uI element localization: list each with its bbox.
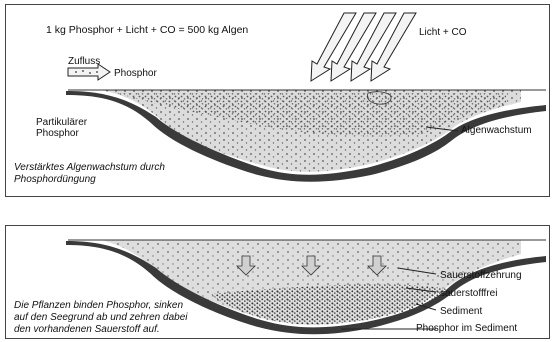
phosphor-in-sediment-label: Phosphor im Sediment — [416, 323, 517, 334]
oxygen-depletion-label: Sauerstoffzehrung — [440, 270, 522, 281]
caption-top-line1: Verstärktes Algenwachstum durch — [14, 162, 165, 173]
sediment-label: Sediment — [440, 306, 482, 317]
caption-bottom-line1: Die Pflanzen binden Phosphor, sinken — [14, 300, 183, 311]
caption-bottom-line3: den vorhandenen Sauerstoff auf. — [14, 324, 160, 335]
phosphor-fertilization-panel: 1 kg Phosphor + Licht + CO = 500 kg Alge… — [5, 4, 550, 197]
caption-top-line2: Phosphordüngung — [14, 174, 96, 185]
phosphor-label: Phosphor — [114, 68, 157, 79]
equation-text: 1 kg Phosphor + Licht + CO = 500 kg Alge… — [46, 25, 248, 36]
light-label: Licht + CO — [419, 27, 467, 38]
particulate-label-line1: Partikulärer — [36, 117, 87, 128]
oxygen-free-label: sauerstofffrei — [440, 288, 497, 299]
inflow-label: Zufluss — [68, 56, 100, 67]
oxygen-depletion-panel: Sauerstoffzehrung sauerstofffrei Sedimen… — [5, 225, 550, 339]
particulate-label-line2: Phosphor — [36, 128, 79, 139]
caption-bottom-line2: auf den Seegrund ab und zehren dabei — [14, 312, 187, 323]
light-arrows — [311, 13, 416, 81]
algae-growth-label: Algenwachstum — [461, 125, 532, 136]
